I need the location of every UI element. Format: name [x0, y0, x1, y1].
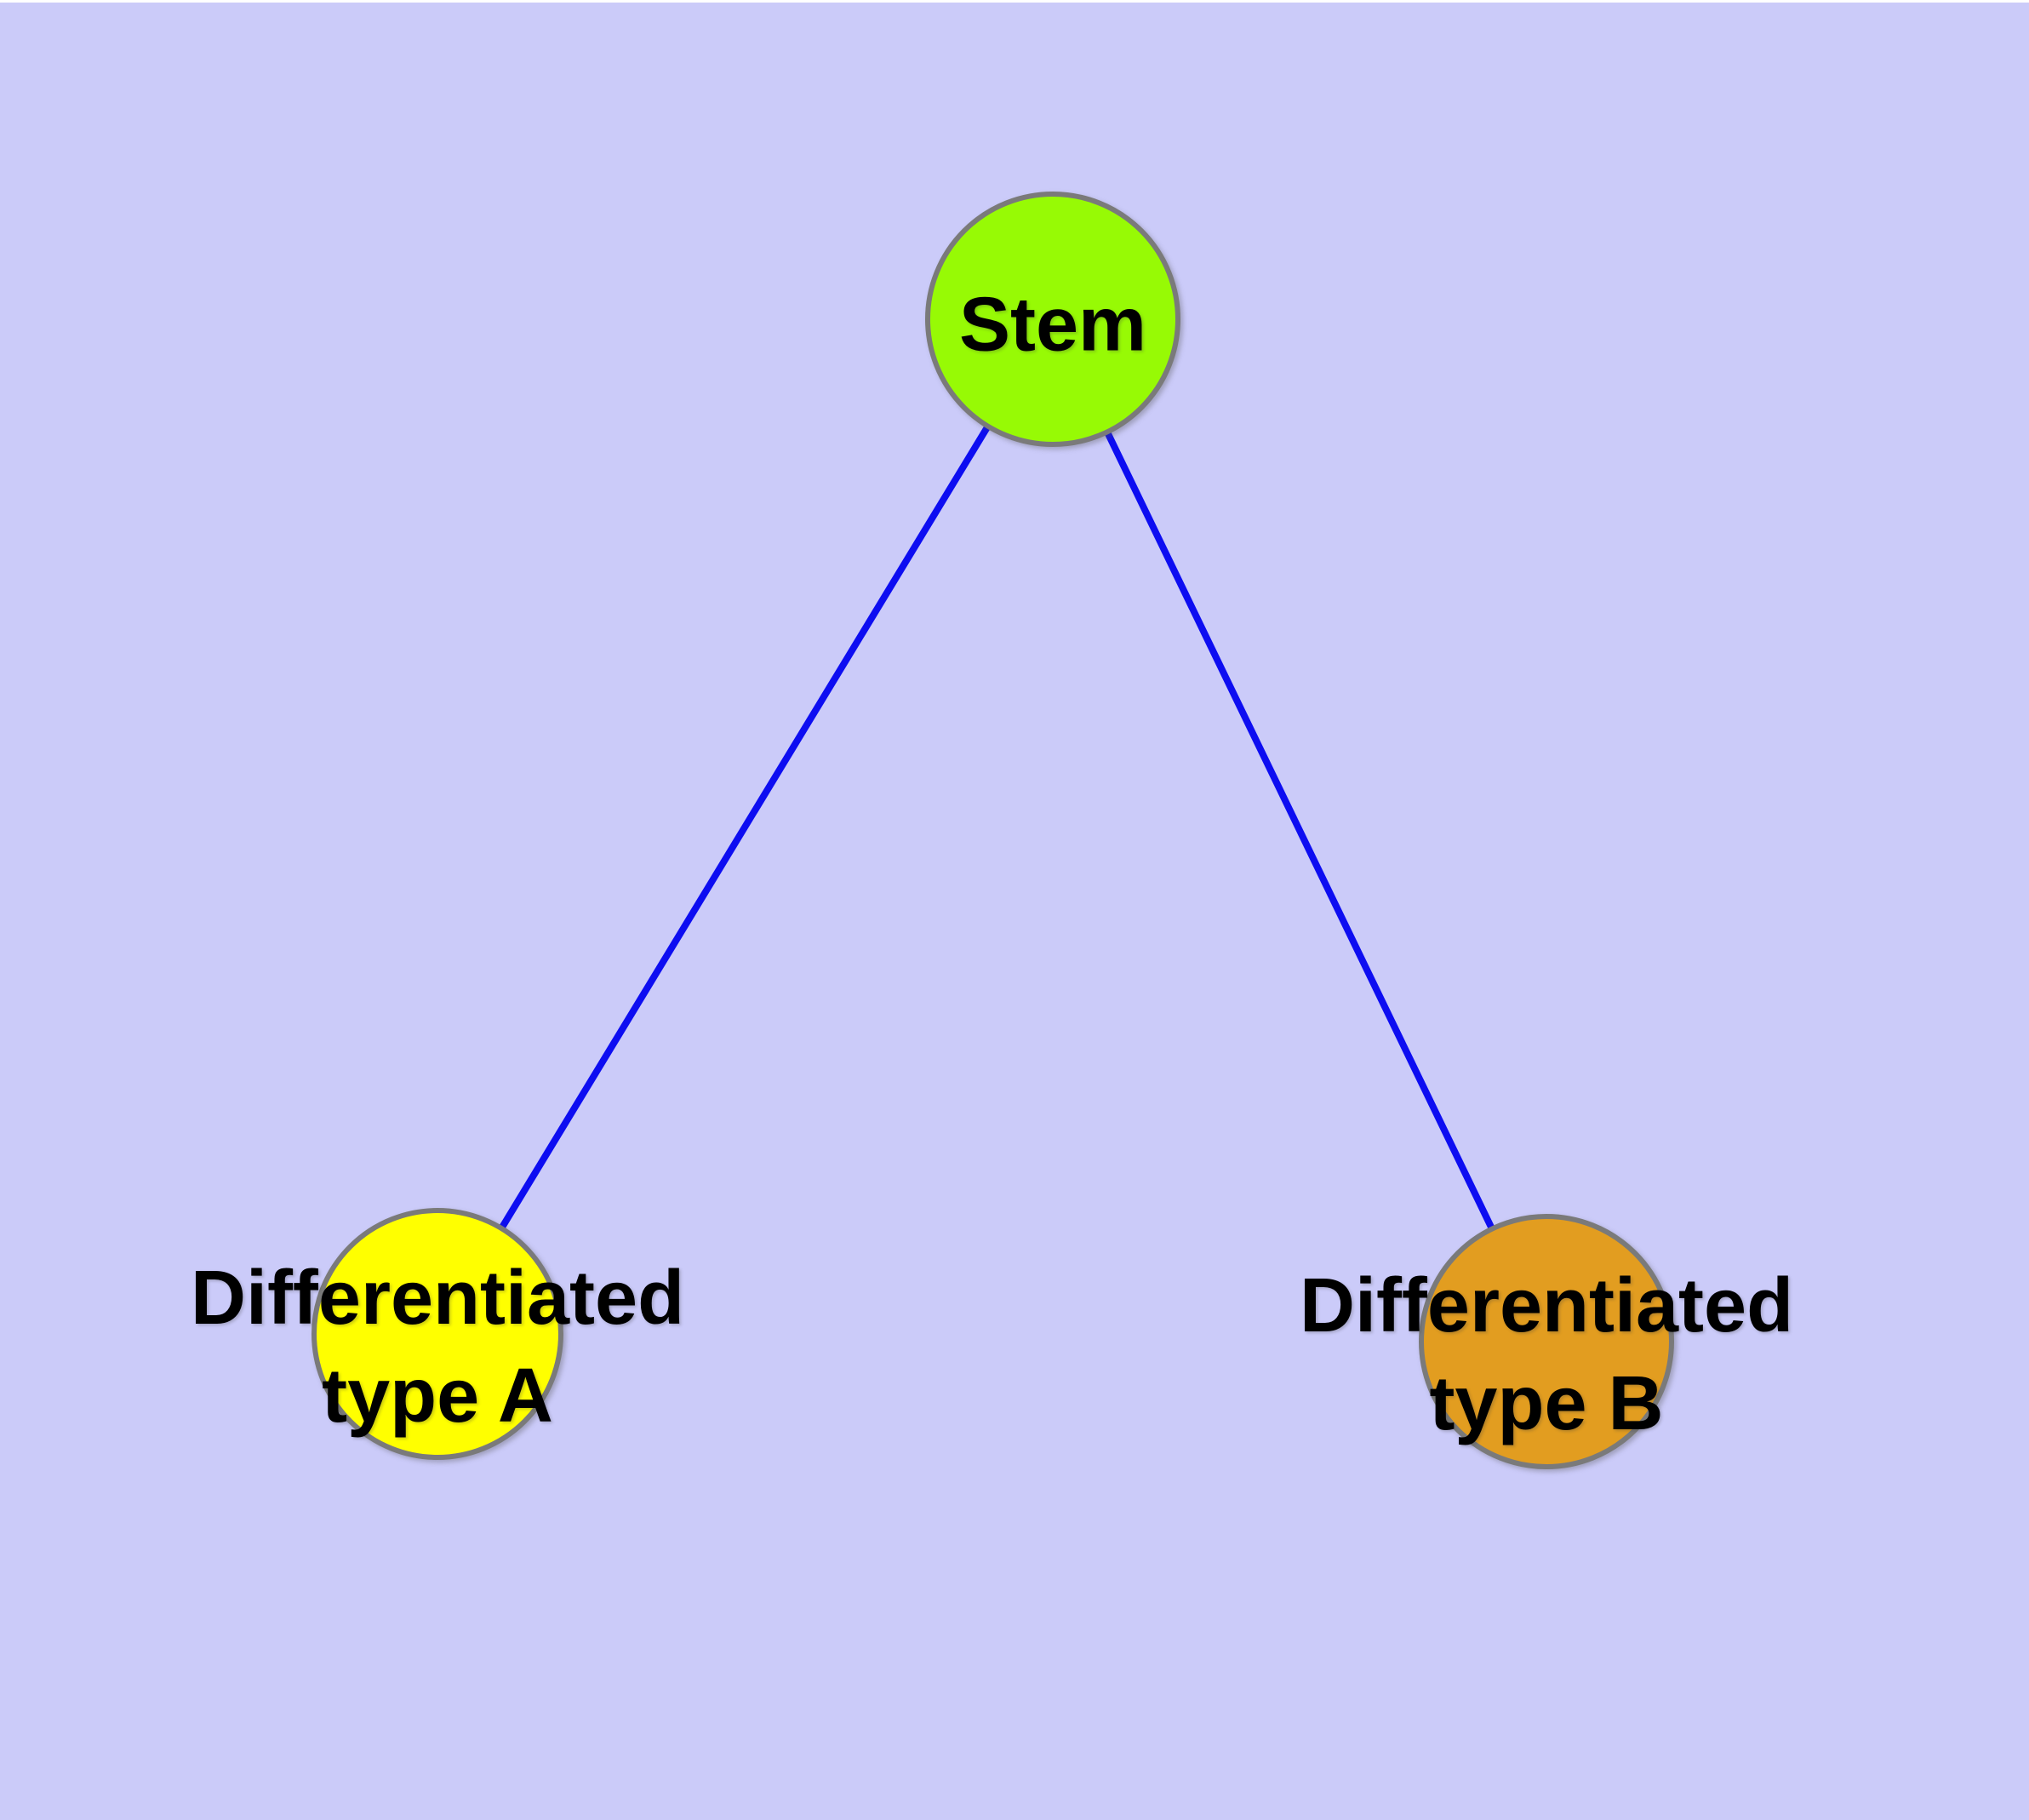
node-differentiated-type-b-label: Differentiated type B — [1299, 1262, 1794, 1446]
edge-stem-to-type-a — [434, 317, 1056, 1336]
node-stem-label: Stem — [958, 282, 1147, 368]
node-differentiated-type-b-circle — [1419, 1214, 1674, 1469]
edge-stem-to-type-b — [1049, 318, 1550, 1343]
node-stem-circle — [925, 192, 1180, 447]
diagram-canvas: Stem Differentiated type A Differentiate… — [0, 3, 2029, 1820]
node-differentiated-type-a-label: Differentiated type A — [190, 1255, 685, 1439]
edges-layer — [434, 317, 1550, 1343]
node-differentiated-type-a-circle — [311, 1208, 563, 1460]
